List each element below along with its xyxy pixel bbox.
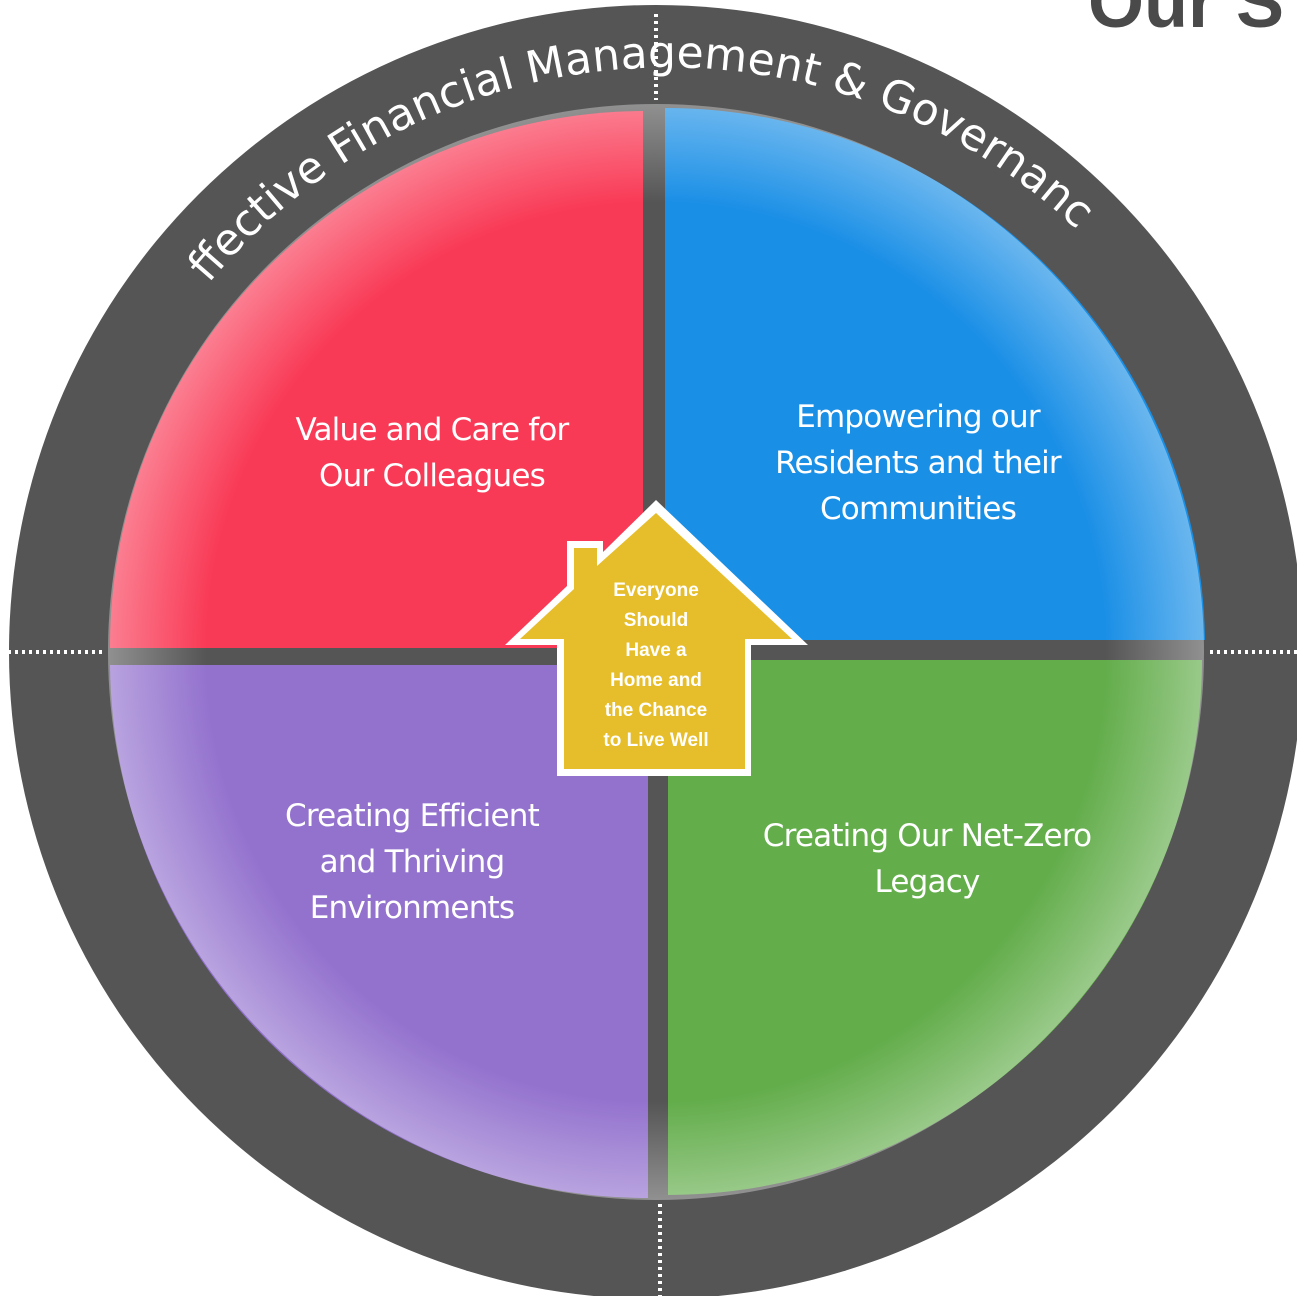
quadrant-environments-label: Creating Efficient and Thriving Environm… xyxy=(285,798,540,926)
house-fill xyxy=(520,513,792,769)
quadrant-residents-label: Empowering our Residents and their Commu… xyxy=(775,399,1062,527)
page-title: Our S xyxy=(1088,0,1285,43)
quadrant-colleagues-label: Value and Care for Our Colleagues xyxy=(295,412,569,494)
center-mission-label: Everyone Should Have a Home and the Chan… xyxy=(603,580,709,751)
quadrant-net-zero-label: Creating Our Net-Zero Legacy xyxy=(762,818,1092,900)
